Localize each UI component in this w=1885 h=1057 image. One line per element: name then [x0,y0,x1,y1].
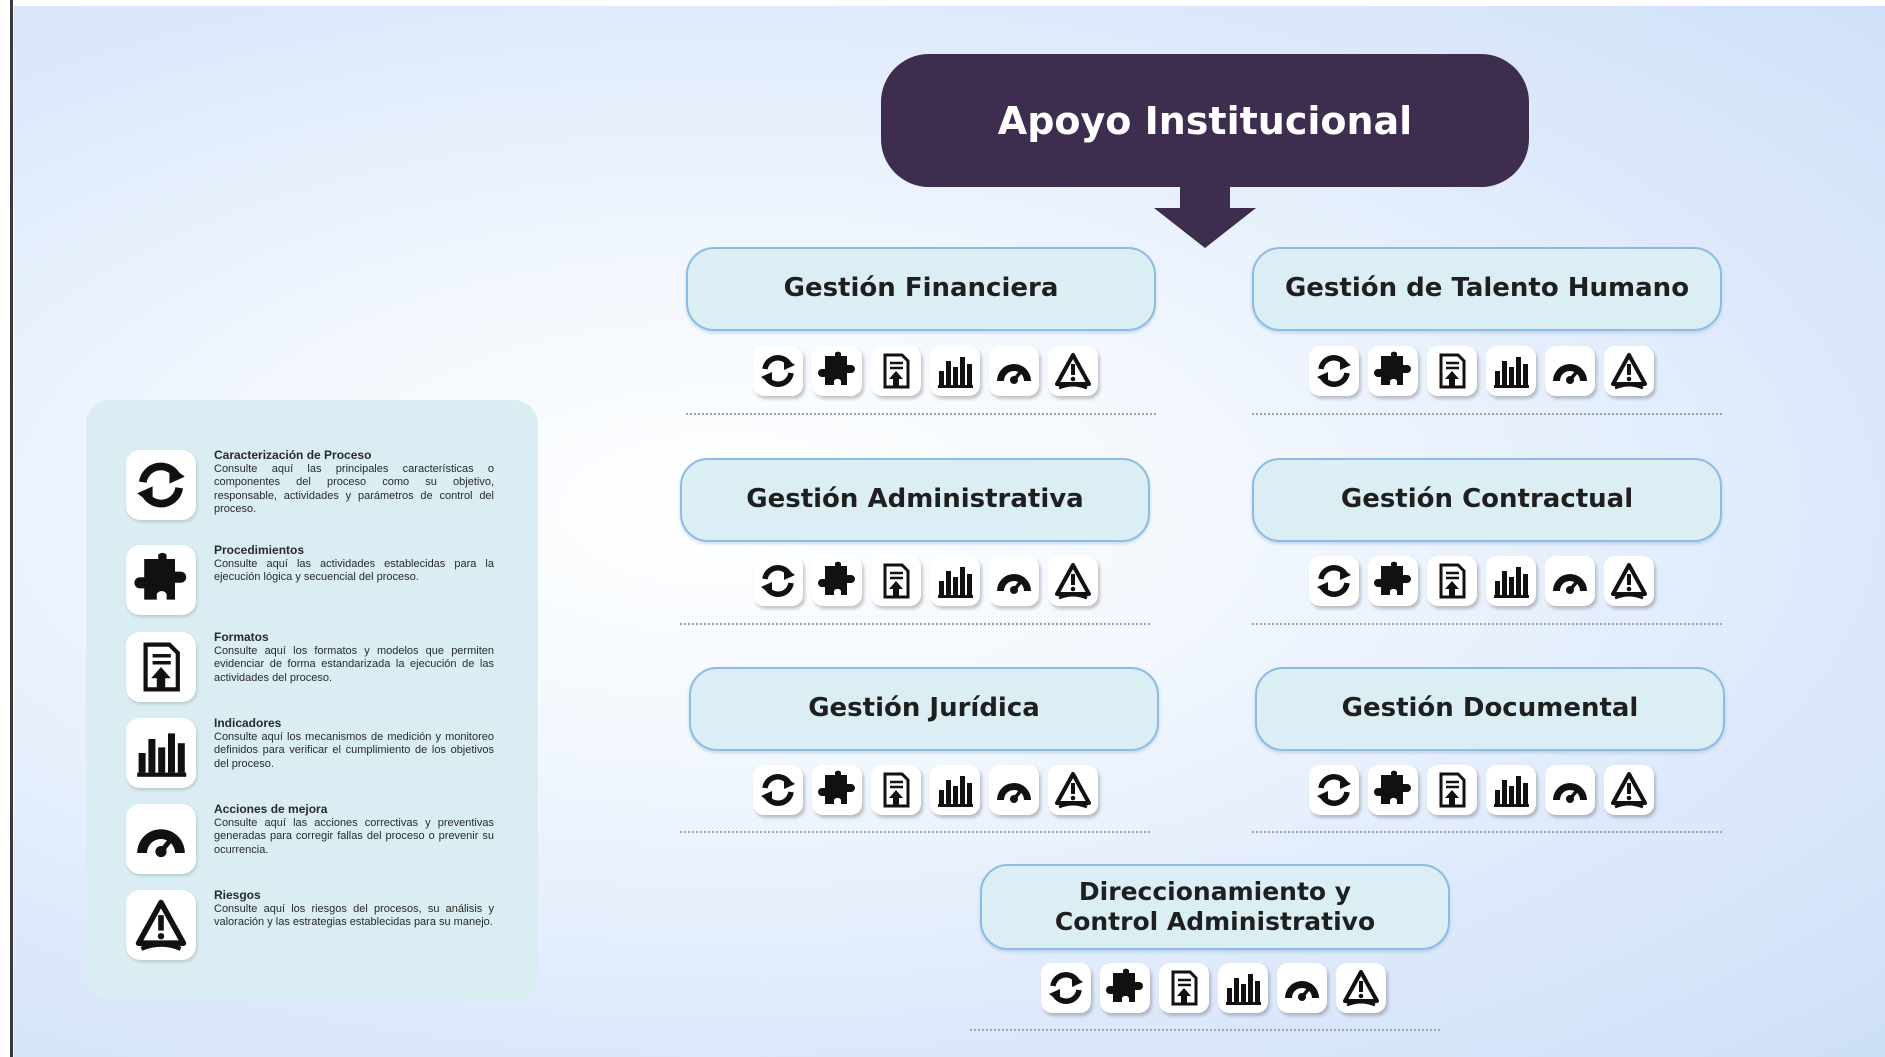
process-direccionamiento-control-administrativo[interactable]: Direccionamiento y Control Administrativ… [980,864,1450,950]
legend-title: Acciones de mejora [214,802,328,816]
left-border-line [10,0,13,1057]
gauge-icon[interactable] [1545,765,1595,815]
refresh-icon[interactable] [753,556,803,606]
document-upload-icon[interactable] [1427,556,1477,606]
puzzle-icon[interactable] [812,765,862,815]
process-gestion-juridica[interactable]: Gestión Jurídica [689,667,1159,751]
warning-icon[interactable] [1048,346,1098,396]
warning-icon[interactable] [1048,556,1098,606]
puzzle-icon[interactable] [1368,346,1418,396]
bar-chart-icon[interactable] [1486,556,1536,606]
process-gestion-documental[interactable]: Gestión Documental [1255,667,1725,751]
document-upload-icon[interactable] [1427,765,1477,815]
divider [1252,831,1722,833]
puzzle-icon[interactable] [812,346,862,396]
divider [1252,413,1722,415]
bar-chart-icon[interactable] [1218,963,1268,1013]
process-gestion-contractual[interactable]: Gestión Contractual [1252,458,1722,542]
refresh-icon[interactable] [1309,556,1359,606]
warning-icon [126,890,196,960]
legend-title: Indicadores [214,716,282,730]
divider [970,1029,1440,1031]
document-upload-icon [126,632,196,702]
puzzle-icon[interactable] [1368,765,1418,815]
document-upload-icon[interactable] [1159,963,1209,1013]
icon-row-gestion-financiera [753,346,1098,396]
down-arrow-icon [1154,186,1256,248]
process-gestion-financiera[interactable]: Gestión Financiera [686,247,1156,331]
puzzle-icon [126,545,196,615]
legend-title: Procedimientos [214,543,305,557]
header-apoyo-institucional: Apoyo Institucional [881,54,1529,187]
process-label: Gestión de Talento Humano [1284,273,1690,304]
icon-row-gestion-administrativa [753,556,1098,606]
process-label: Gestión Documental [1341,693,1639,724]
legend-title: Formatos [214,630,269,644]
process-gestion-administrativa[interactable]: Gestión Administrativa [680,458,1150,542]
puzzle-icon[interactable] [812,556,862,606]
bar-chart-icon[interactable] [930,556,980,606]
gauge-icon[interactable] [1277,963,1327,1013]
bar-chart-icon[interactable] [1486,346,1536,396]
refresh-icon[interactable] [753,765,803,815]
legend-description: Consulte aquí las principales caracterís… [214,463,494,516]
icon-row-gestion-documental [1309,765,1654,815]
document-upload-icon[interactable] [871,346,921,396]
icon-row-gestion-talento-humano [1309,346,1654,396]
document-upload-icon[interactable] [871,765,921,815]
gauge-icon[interactable] [989,556,1039,606]
divider [680,831,1150,833]
gauge-icon[interactable] [1545,346,1595,396]
header-title: Apoyo Institucional [997,98,1413,143]
divider [1252,623,1722,625]
legend-title: Riesgos [214,888,261,902]
icon-row-gestion-juridica [753,765,1098,815]
refresh-icon[interactable] [1041,963,1091,1013]
refresh-icon[interactable] [1309,765,1359,815]
legend-description: Consulte aquí los formatos y modelos que… [214,645,494,684]
legend-title: Caracterización de Proceso [214,448,372,462]
document-upload-icon[interactable] [1427,346,1477,396]
legend-description: Consulte aquí las acciones correctivas y… [214,817,494,856]
icon-row-direccionamiento [1041,963,1386,1013]
process-label: Direccionamiento y Control Administrativ… [1054,877,1376,936]
gauge-icon [126,804,196,874]
process-gestion-talento-humano[interactable]: Gestión de Talento Humano [1252,247,1722,331]
warning-icon[interactable] [1604,346,1654,396]
warning-icon[interactable] [1604,765,1654,815]
process-label: Gestión Administrativa [746,484,1084,515]
warning-icon[interactable] [1048,765,1098,815]
bar-chart-icon[interactable] [930,346,980,396]
puzzle-icon[interactable] [1100,963,1150,1013]
icon-row-gestion-contractual [1309,556,1654,606]
divider [686,413,1156,415]
gauge-icon[interactable] [989,765,1039,815]
warning-icon[interactable] [1604,556,1654,606]
bar-chart-icon[interactable] [1486,765,1536,815]
puzzle-icon[interactable] [1368,556,1418,606]
bar-chart-icon[interactable] [930,765,980,815]
divider [680,623,1150,625]
legend-panel: Caracterización de Proceso Consulte aquí… [86,400,538,1000]
legend-description: Consulte aquí los mecanismos de medición… [214,731,494,770]
legend-description: Consulte aquí los riesgos del procesos, … [214,903,494,929]
process-label: Gestión Jurídica [808,693,1040,724]
warning-icon[interactable] [1336,963,1386,1013]
refresh-icon[interactable] [1309,346,1359,396]
refresh-icon[interactable] [753,346,803,396]
legend-description: Consulte aquí las actividades establecid… [214,558,494,584]
process-label: Gestión Financiera [783,273,1059,304]
refresh-icon [126,450,196,520]
bar-chart-icon [126,718,196,788]
process-label: Gestión Contractual [1340,484,1634,515]
gauge-icon[interactable] [1545,556,1595,606]
gauge-icon[interactable] [989,346,1039,396]
document-upload-icon[interactable] [871,556,921,606]
